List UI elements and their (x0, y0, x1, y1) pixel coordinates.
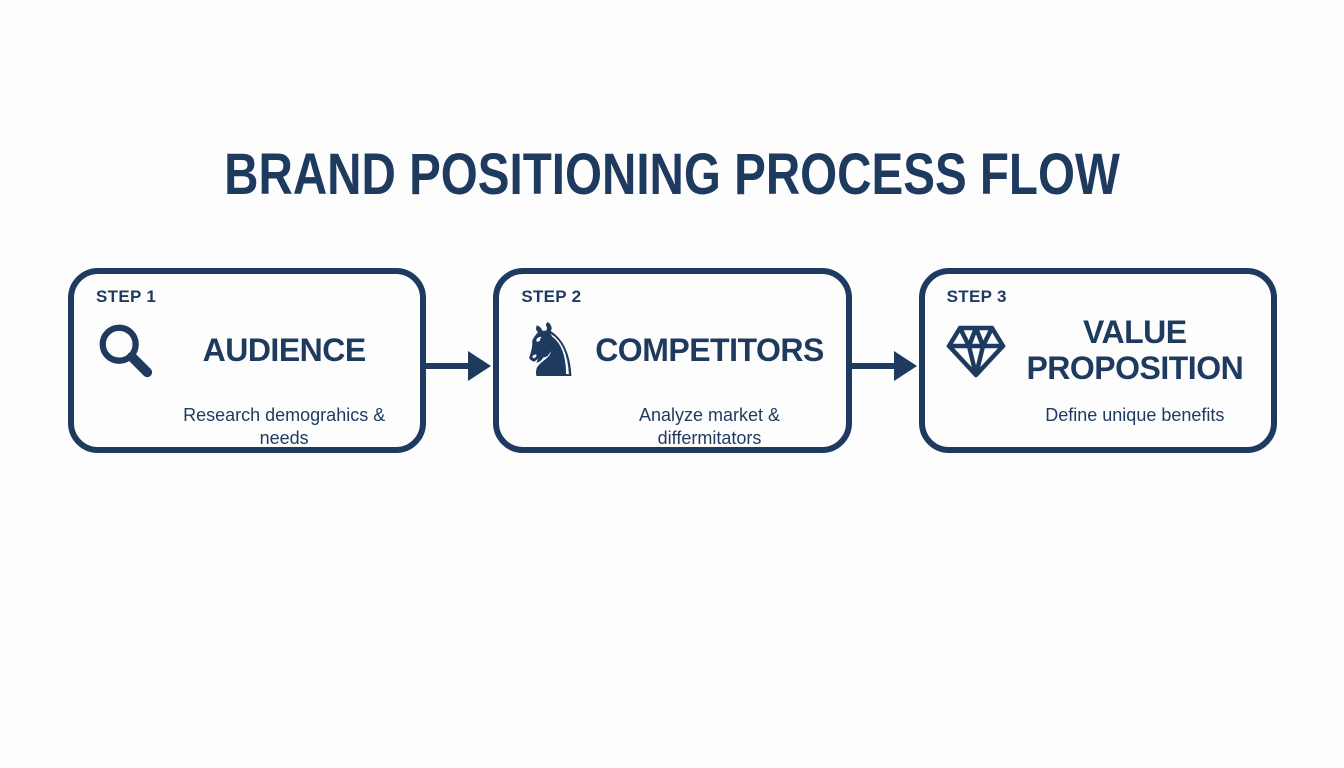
icon-column: ♞ (513, 312, 587, 390)
content-column: VALUE PROPOSITION Define unique benefits (1013, 312, 1257, 427)
card-row: VALUE PROPOSITION Define unique benefits (939, 312, 1257, 427)
step-description: Analyze market & differmitators (638, 405, 781, 448)
step-description: Define unique benefits (1045, 405, 1225, 425)
content-column: AUDIENCE Research demograhics & needs (162, 312, 406, 449)
process-flow: STEP 1 AUDIENCE Research demograhics & n… (68, 268, 1277, 453)
search-icon (99, 324, 153, 378)
arrow-right-icon (426, 268, 493, 453)
step-label: STEP 3 (946, 287, 1007, 306)
diamond-icon (946, 325, 1005, 378)
arrow-right-icon (851, 268, 919, 453)
step-card-competitors: STEP 2 ♞ COMPETITORS Analyze market & di… (493, 268, 852, 453)
step-heading: COMPETITORS (595, 332, 824, 369)
page-title: BRAND POSITIONING PROCESS FLOW (224, 142, 1120, 207)
step-label: STEP 1 (96, 287, 157, 306)
icon-column (939, 312, 1013, 390)
chess-knight-icon: ♞ (517, 308, 584, 394)
card-row: AUDIENCE Research demograhics & needs (88, 312, 406, 449)
step-heading: AUDIENCE (202, 332, 367, 369)
content-column: COMPETITORS Analyze market & differmitat… (587, 312, 831, 449)
card-row: ♞ COMPETITORS Analyze market & differmit… (513, 312, 831, 449)
step-label: STEP 2 (521, 287, 582, 306)
step-card-audience: STEP 1 AUDIENCE Research demograhics & n… (68, 268, 427, 453)
step-description: Research demograhics & needs (183, 405, 386, 448)
step-heading: VALUE PROPOSITION (1026, 314, 1244, 386)
icon-column (88, 312, 162, 390)
step-card-value-proposition: STEP 3 VALUE PROPOSITION Define unique (918, 268, 1277, 453)
